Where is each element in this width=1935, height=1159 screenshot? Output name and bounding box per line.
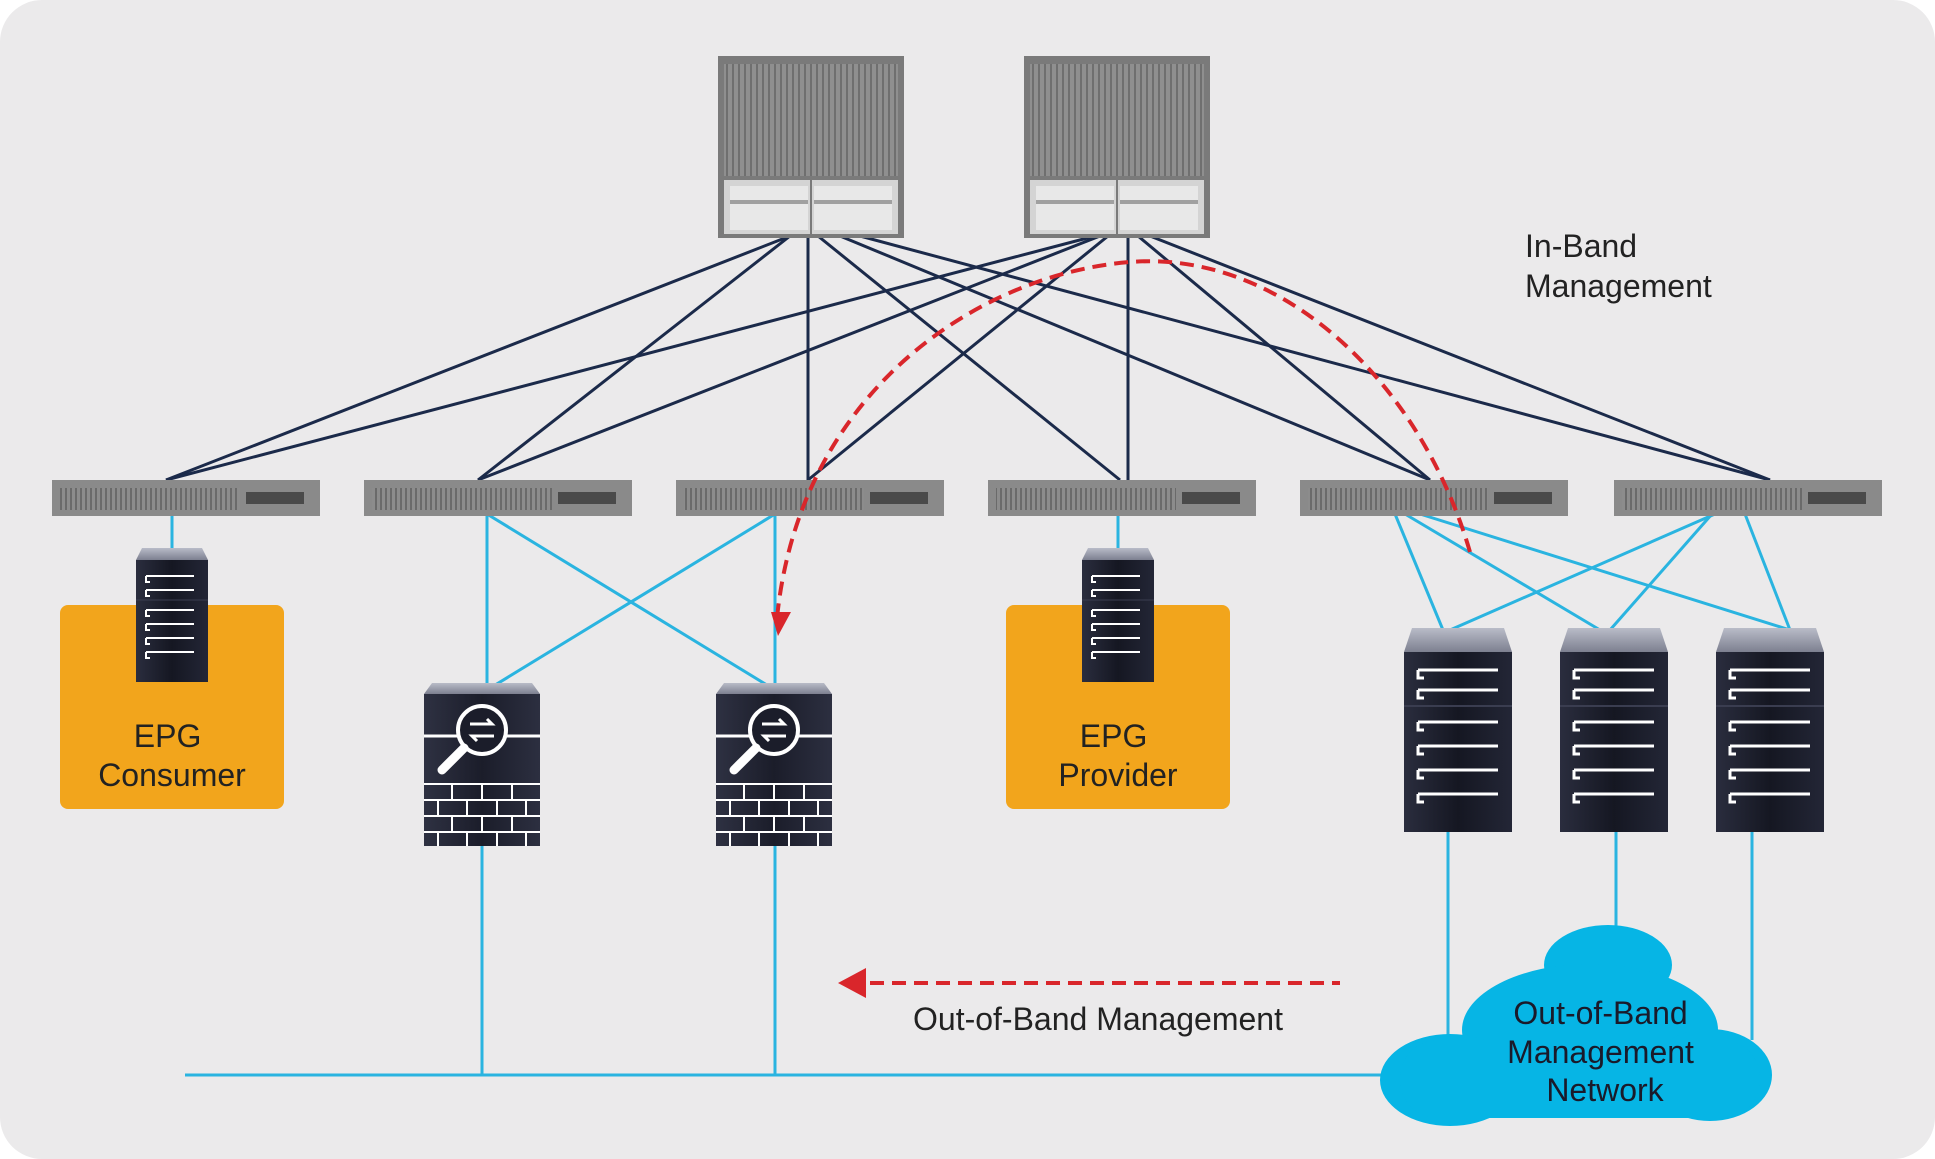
out-of-band-flow-arrow [838,968,1340,998]
server-icon [1082,548,1154,682]
server-icon [136,548,208,682]
server-icon [1560,628,1668,832]
leaf-switch-icon [676,480,944,516]
epg-consumer-line-1: EPG [134,718,202,754]
in-band-label-line-1: In-Band [1525,228,1637,264]
epg-provider-box [1006,605,1230,809]
leaf-switch-icon [1300,480,1568,516]
epg-provider-line-1: EPG [1080,718,1148,754]
spine-switch-icon [718,56,904,238]
oob-network-line-2: Management [1507,1034,1694,1070]
firewall-icon [716,683,832,846]
in-band-label-line-2: Management [1525,268,1712,304]
leaf-switch-icon [364,480,632,516]
in-band-label: In-Band Management [1525,228,1712,304]
cloud-icon [1380,925,1772,1126]
server-icon [1404,628,1512,832]
spine-switch-icon [1024,56,1210,238]
oob-network-line-3: Network [1546,1072,1664,1108]
epg-consumer-line-2: Consumer [98,757,246,793]
firewall-icon [424,683,540,846]
in-band-flow-arrow [771,259,1472,636]
epg-consumer-box [60,605,284,809]
access-links [170,512,1792,1077]
leaf-switch-icon [1614,480,1882,516]
epg-provider-line-2: Provider [1058,757,1178,793]
out-of-band-label: Out-of-Band Management [913,1001,1283,1037]
leaf-switch-icon [52,480,320,516]
epg-consumer-label: EPG Consumer [98,718,246,793]
server-icon [1716,628,1824,832]
oob-network-label: Out-of-Band Management Network [1507,995,1703,1108]
epg-provider-label: EPG Provider [1058,718,1178,793]
oob-network-line-1: Out-of-Band [1513,995,1687,1031]
leaf-switch-icon [988,480,1256,516]
fabric-links [165,234,1771,482]
